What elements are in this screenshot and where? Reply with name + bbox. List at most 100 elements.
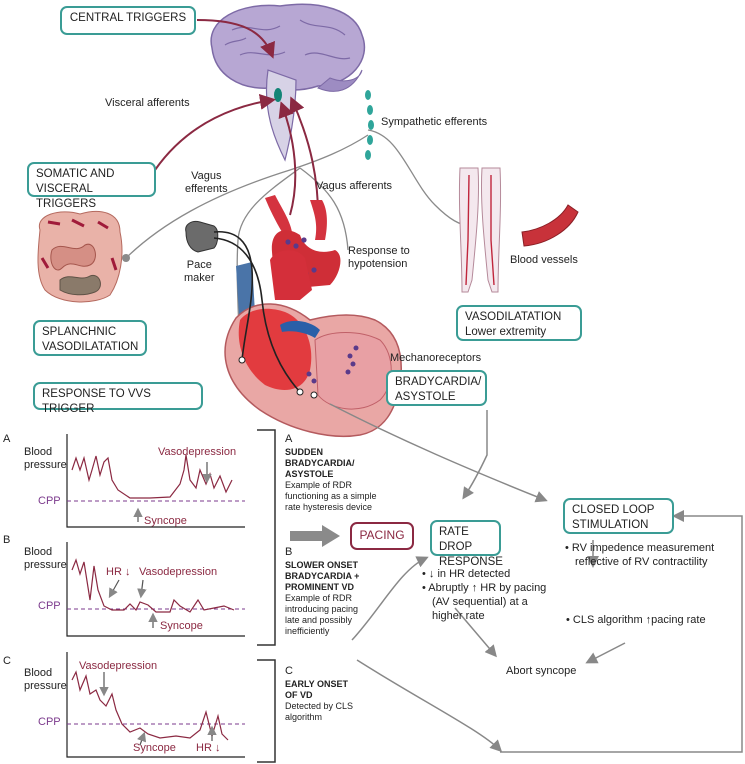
desc-c-body-1: Detected by CLS xyxy=(285,701,354,711)
panel-a-cpp-label: CPP xyxy=(38,495,61,507)
panel-b-cpp-label: CPP xyxy=(38,600,61,612)
desc-b-body-2: introducing pacing xyxy=(285,604,359,614)
vagus-afferents-label: Vagus afferents xyxy=(316,180,393,192)
panel-a-syncope: Syncope xyxy=(144,515,187,527)
central-triggers-label: CENTRAL TRIGGERS xyxy=(69,12,187,24)
brady-label-line1: BRADYCARDIA/ xyxy=(395,376,482,388)
nerve-lines xyxy=(125,129,471,361)
somatic-label-line2: VISCERAL TRIGGERS xyxy=(36,183,97,210)
panel-note-arrows xyxy=(99,462,217,746)
panel-c-hr-down: HR ↓ xyxy=(196,742,221,754)
description-c: C EARLY ONSET OF VD Detected by CLS algo… xyxy=(285,666,410,723)
desc-c-letter: C xyxy=(285,665,293,677)
desc-a-letter: A xyxy=(285,433,293,445)
desc-a-body-2: functioning as a simple xyxy=(285,491,377,501)
panel-c-cpp-label: CPP xyxy=(38,716,61,728)
response-vvs-label: RESPONSE TO VVS TRIGGER xyxy=(42,388,151,415)
vasodilatation-lower-box: VASODILATATION Lower extremity xyxy=(456,305,582,341)
cls-bullet-2: reflective of RV contractility xyxy=(575,556,708,568)
bp-traces xyxy=(71,454,235,741)
splanchnic-label-line2: VASODILATATION xyxy=(42,341,139,353)
panel-b-hr-down: HR ↓ xyxy=(106,566,131,578)
desc-b-title-1: SLOWER ONSET xyxy=(285,560,359,570)
pace-maker-line1: Pace xyxy=(186,259,212,271)
sympathetic-efferents-label: Sympathetic efferents xyxy=(381,116,488,128)
vagus-efferents-line1: Vagus xyxy=(191,170,222,182)
desc-b-body-3: late and possibly xyxy=(285,615,353,625)
vasodil-label-line1: VASODILATATION xyxy=(465,311,562,323)
brady-label-line2: ASYSTOLE xyxy=(395,391,456,403)
panel-b-bp-line1: Blood xyxy=(24,546,53,558)
desc-b-body-4: inefficiently xyxy=(285,626,330,636)
panel-a-bp-line1: Blood xyxy=(24,446,53,458)
pacing-label: PACING xyxy=(359,528,405,542)
desc-c-title-2: OF VD xyxy=(285,690,313,700)
connector-arrows xyxy=(329,403,743,753)
legs-icon xyxy=(458,167,502,293)
vagus-efferents-line2: efferents xyxy=(185,183,228,195)
panel-c-vasodepression: Vasodepression xyxy=(79,660,158,672)
panel-c-letter: C xyxy=(3,655,11,667)
bradycardia-box: BRADYCARDIA/ASYSTOLE xyxy=(386,370,487,406)
desc-c-body-2: algorithm xyxy=(285,712,323,722)
desc-a-body-1: Example of RDR xyxy=(285,480,353,490)
panel-b-syncope: Syncope xyxy=(160,620,203,632)
desc-a-title-1: SUDDEN xyxy=(285,447,324,457)
panel-b-bp-line2: pressure xyxy=(24,559,67,571)
pacing-box: PACING xyxy=(350,522,414,550)
somatic-visceral-triggers-box: SOMATIC AND VISCERAL TRIGGERS xyxy=(27,162,156,210)
central-triggers-box: CENTRAL TRIGGERS xyxy=(60,6,196,35)
desc-c-title-1: EARLY ONSET xyxy=(285,679,349,689)
panel-brackets xyxy=(257,429,276,763)
description-a: A SUDDEN BRADYCARDIA/ ASYSTOLE Example o… xyxy=(285,434,410,513)
rdr-label-line2: RESPONSE xyxy=(439,556,503,568)
panel-c-bp-line1: Blood xyxy=(24,667,53,679)
response-vvs-box: RESPONSE TO VVS TRIGGER xyxy=(33,382,203,415)
rdr-bullet-1: • ↓ in HR detected xyxy=(422,568,511,580)
cls-label-line1: CLOSED LOOP xyxy=(572,504,655,516)
rdr-bullet-3: (AV sequential) at a xyxy=(432,596,528,608)
abort-syncope-label: Abort syncope xyxy=(506,665,577,677)
cls-bullet-3: • CLS algorithm ↑pacing rate xyxy=(566,614,706,626)
sympathetic-chain-icon xyxy=(365,90,374,160)
pace-maker-line2: maker xyxy=(184,272,215,284)
brain-icon xyxy=(210,3,366,162)
somatic-label-line1: SOMATIC AND xyxy=(36,168,115,180)
rdr-label-line1: RATE DROP xyxy=(439,526,473,553)
panel-b-letter: B xyxy=(3,534,11,546)
cls-bullets: • RV impedence measurement reflective of… xyxy=(565,541,743,569)
desc-b-title-2: BRADYCARDIA + xyxy=(285,571,360,581)
vasodil-label-line2: Lower extremity xyxy=(465,326,547,338)
desc-a-title-3: ASYSTOLE xyxy=(285,469,334,479)
response-hypo-line1: Response to xyxy=(348,245,410,257)
pacemaker-icon xyxy=(185,221,318,399)
rdr-bullet-4: higher rate xyxy=(432,610,485,622)
desc-a-body-3: rate hysteresis device xyxy=(285,502,373,512)
description-b: B SLOWER ONSET BRADYCARDIA + PROMINENT V… xyxy=(285,547,410,637)
response-hypo-line2: hypotension xyxy=(348,258,408,270)
mechanoreceptors-label: Mechanoreceptors xyxy=(390,352,482,364)
desc-b-letter: B xyxy=(285,546,293,558)
rdr-bullets: • ↓ in HR detected • Abruptly ↑ HR by pa… xyxy=(422,567,552,623)
closed-loop-stimulation-box: CLOSED LOOP STIMULATION xyxy=(563,498,674,534)
desc-a-title-2: BRADYCARDIA/ xyxy=(285,458,355,468)
intestines-icon xyxy=(37,210,123,303)
blood-vessels-label: Blood vessels xyxy=(510,254,578,266)
panel-c-syncope: Syncope xyxy=(133,742,176,754)
panel-a-vasodepression: Vasodepression xyxy=(158,446,237,458)
cls-label-line2: STIMULATION xyxy=(572,519,649,531)
rate-drop-response-box: RATE DROP RESPONSE xyxy=(430,520,503,568)
pacing-arrow xyxy=(290,525,340,547)
desc-b-body-1: Example of RDR xyxy=(285,593,353,603)
desc-b-title-3: PROMINENT VD xyxy=(285,582,355,592)
panel-c-bp-line2: pressure xyxy=(24,680,67,692)
